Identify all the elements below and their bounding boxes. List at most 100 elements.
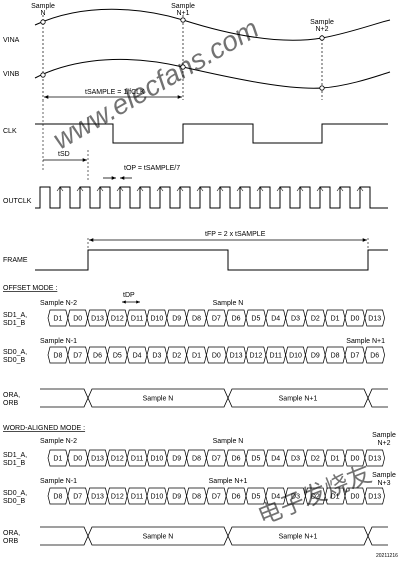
offset-sd0-cell-label: D1	[192, 353, 201, 360]
offset-sd1-marker: Sample N	[213, 300, 244, 307]
sample-point-b-n2	[319, 85, 325, 91]
word-sd1-cell-label: D5	[251, 456, 260, 463]
word-sd0-cell-label: D2	[311, 494, 320, 501]
clk-guides	[42, 100, 89, 180]
word-sd1-cell-label: D10	[150, 456, 163, 463]
offset-sd0-cell-label: D3	[152, 353, 161, 360]
offset-ora-label: ORA,	[3, 392, 20, 399]
sample-point-a-n1	[180, 17, 186, 23]
svg-text:Sample: Sample	[31, 3, 55, 10]
offset-sd1-cell-label: D1	[53, 316, 62, 323]
t-fp-label: tFP = 2 x tSAMPLE	[205, 231, 266, 238]
vinb-label: VINB	[3, 71, 20, 78]
offset-ora-segment	[40, 388, 89, 408]
sample-point-b-n	[40, 72, 46, 78]
offset-sd0-cell-label: D5	[113, 353, 122, 360]
offset-sd0-label: SD0_A,	[3, 349, 27, 356]
outclk-edge-marker	[276, 186, 284, 192]
word-sd0-marker: Sample N+1	[209, 478, 248, 485]
word-sd1-cell-label: D1	[53, 456, 62, 463]
offset-sd0-cell-label: D9	[311, 353, 320, 360]
word-sd0-cell-label: D13	[368, 494, 381, 501]
word-sd0-cell-label: D3	[291, 494, 300, 501]
word-sd0-cell-label: D4	[271, 494, 280, 501]
word-sd0-cell-label: D12	[111, 494, 124, 501]
word-sd1-cell-label: D6	[232, 456, 241, 463]
offset-sd0-cell-label: D8	[53, 353, 62, 360]
offset-sd1-cell-label: D1	[331, 316, 340, 323]
word-sd1-label: SD1_B	[3, 460, 26, 467]
watermark-text: www.elecfans.com	[48, 12, 264, 155]
offset-sd1-cell-label: D11	[131, 316, 143, 323]
word-sd1-label: SD1_A,	[3, 452, 27, 459]
word-sd1-cell-label: D2	[311, 456, 320, 463]
word-ora-label: ORA,	[3, 530, 20, 537]
offset-sd0-marker: Sample N-1	[40, 338, 77, 345]
sample-guides	[42, 15, 323, 100]
outclk-edge-marker	[256, 186, 264, 192]
word-sd0-cell-label: D7	[212, 494, 221, 501]
offset-sd0-cell-label: D7	[350, 353, 359, 360]
outclk-edge-marker	[236, 186, 244, 192]
sample-point-a-n2	[319, 35, 325, 41]
word-sd1-cell	[364, 449, 385, 467]
offset-mode-title: OFFSET MODE :	[3, 285, 57, 292]
word-sd0-cell-label: D5	[251, 494, 260, 501]
offset-sd1-label: SD1_B	[3, 320, 26, 327]
offset-sd0-marker: Sample N+1	[346, 338, 385, 345]
outclk-edge-marker	[176, 186, 184, 192]
offset-sd0-label: SD0_B	[3, 357, 26, 364]
offset-sd0-cell-label: D10	[289, 353, 302, 360]
sample-point-a-n	[40, 19, 46, 25]
word-sd1-marker: Sample N	[213, 438, 244, 445]
vina-waveform	[34, 8, 391, 41]
svg-text:Sample: Sample	[171, 3, 195, 10]
clk-label: CLK	[3, 128, 17, 135]
offset-sd1-cell-label: D7	[212, 316, 221, 323]
word-sd1-cell-label: D7	[212, 456, 221, 463]
offset-sd0-cell-label: D11	[270, 353, 282, 360]
outclk-edge-marker	[356, 186, 364, 192]
word-ora-segment	[367, 526, 388, 546]
t-sample-label: tSAMPLE = 1/fCLK	[85, 89, 145, 96]
sample-labels: Sample N Sample N+1 Sample N+2	[31, 3, 334, 33]
outclk-waveform	[35, 186, 388, 209]
word-sd1-cell-label: D3	[291, 456, 300, 463]
offset-sd1-cell-label: D0	[73, 316, 82, 323]
word-sd1-cell-label: D0	[350, 456, 359, 463]
offset-sd0-cell-label: D4	[133, 353, 142, 360]
word-sd0-cell-label: D9	[172, 494, 181, 501]
offset-ora-segment-label: Sample N+1	[279, 396, 318, 403]
t-sd-label: tSD	[58, 151, 70, 158]
svg-text:N+2: N+2	[315, 26, 328, 33]
offset-sd1-cell-label: D0	[350, 316, 359, 323]
outclk-edge-marker	[116, 186, 124, 192]
word-sd0-cell-label: D11	[131, 494, 143, 501]
offset-sd0-cell-label: D6	[93, 353, 102, 360]
word-sd0-cell-label: D7	[73, 494, 82, 501]
outclk-edge-marker	[56, 186, 64, 192]
word-sd1-cell-label: D11	[131, 456, 143, 463]
clk-waveform	[35, 123, 388, 144]
offset-ora-segment	[367, 388, 388, 408]
word-mode-title: WORD-ALIGNED MODE :	[3, 425, 85, 432]
svg-text:Sample: Sample	[310, 19, 334, 26]
word-sd1-cell-label: D1	[331, 456, 340, 463]
footer-code: 20211216	[376, 553, 398, 559]
word-sd1-marker: Sample N-2	[40, 438, 77, 445]
offset-sd1-cell-label: D13	[368, 316, 381, 323]
t-op-label: tOP = tSAMPLE/7	[124, 165, 180, 172]
outclk-edge-marker	[96, 186, 104, 192]
word-sd0-label: SD0_A,	[3, 490, 27, 497]
outclk-edge-marker	[296, 186, 304, 192]
word-sd0-cell	[364, 487, 385, 505]
word-sd1-cell-label: D4	[271, 456, 280, 463]
frame-label: FRAME	[3, 257, 28, 264]
word-sd1-cell-label: D0	[73, 456, 82, 463]
outclk-edge-marker	[336, 186, 344, 192]
word-ora-segment-label: Sample N+1	[279, 534, 318, 541]
word-sd1-marker: Sample	[372, 432, 396, 439]
vina-label: VINA	[3, 37, 20, 44]
